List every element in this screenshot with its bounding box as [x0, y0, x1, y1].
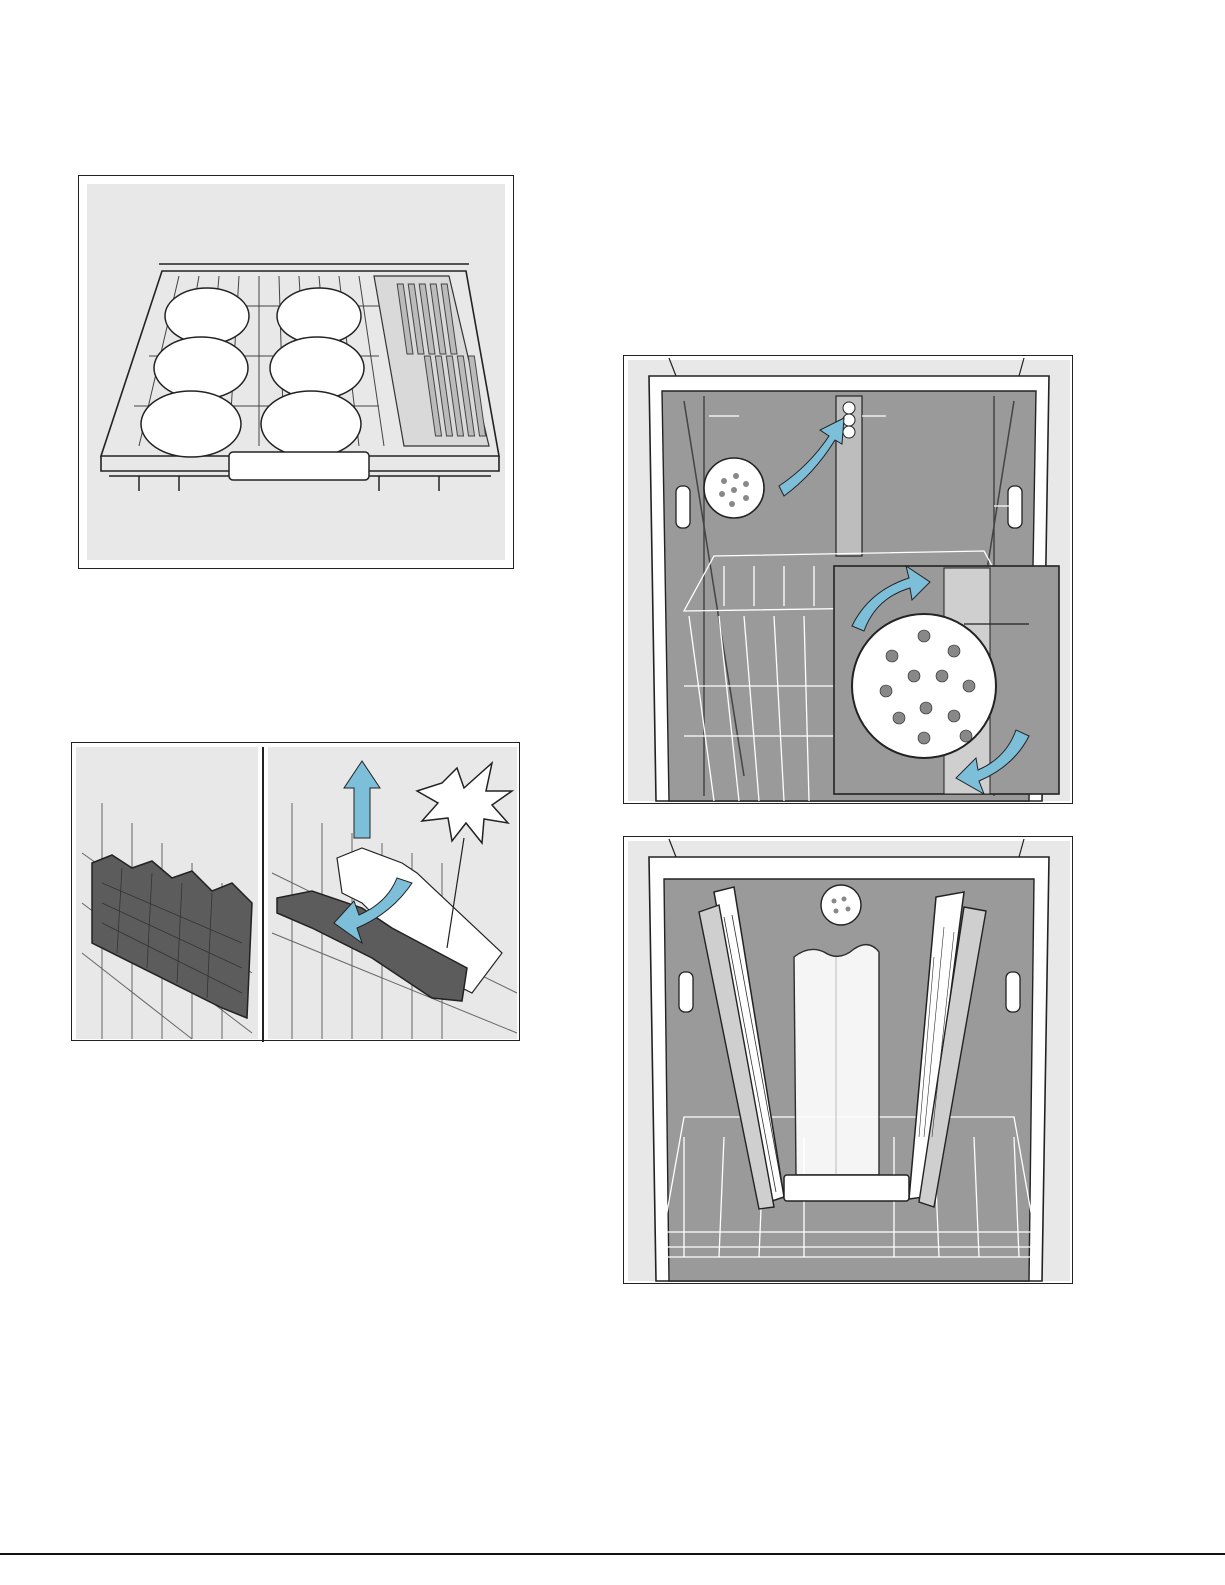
page-footer-rule — [0, 1553, 1225, 1555]
upper-basket-illustration — [79, 176, 515, 570]
figure-spray-head — [623, 355, 1073, 804]
figure-tine-adjust — [71, 742, 520, 1041]
tray-spray-illustration — [624, 837, 1074, 1285]
spray-head-illustration — [624, 356, 1074, 805]
figure-tray-spray — [623, 836, 1073, 1284]
tine-adjust-illustration — [72, 743, 521, 1042]
figure-upper-basket — [78, 175, 514, 569]
